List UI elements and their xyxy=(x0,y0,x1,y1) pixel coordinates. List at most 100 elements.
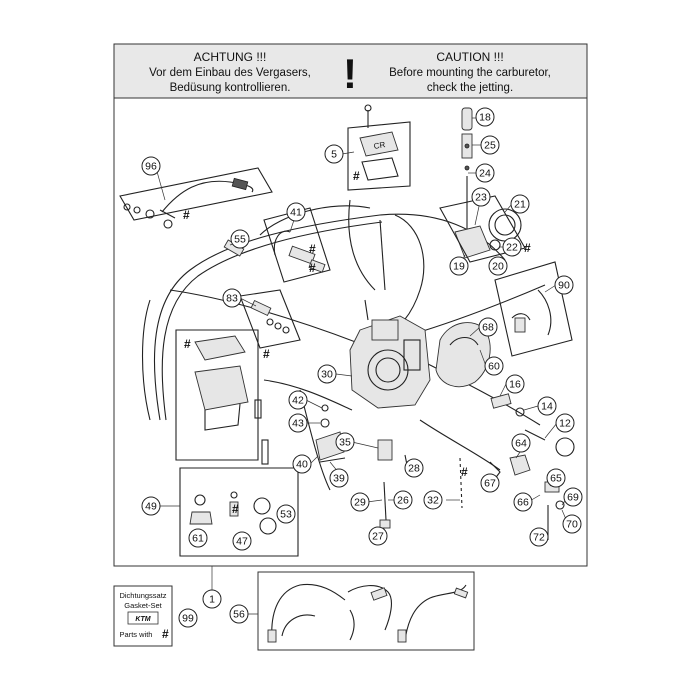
part-callout-67: 67 xyxy=(480,473,500,493)
part-callout-83: 83 xyxy=(222,288,242,308)
callout-number: 65 xyxy=(550,473,562,485)
part-callout-30: 30 xyxy=(317,364,337,384)
gasket-kit-hash: # xyxy=(162,627,169,641)
callout-number: 42 xyxy=(292,395,304,407)
callout-circle xyxy=(324,144,344,164)
carburetor-body-part xyxy=(349,219,431,409)
part-callout-65: 65 xyxy=(546,468,566,488)
callout-number: 29 xyxy=(354,497,366,509)
callout-circle xyxy=(511,433,531,453)
callout-number: 69 xyxy=(567,492,579,504)
callout-number: 68 xyxy=(482,322,494,334)
part-callout-96: 96 xyxy=(141,156,161,176)
part-callout-41: 41 xyxy=(286,202,306,222)
callout-number: 5 xyxy=(331,149,337,161)
warning-de-heading: ACHTUNG !!! xyxy=(194,50,267,64)
part-callout-42: 42 xyxy=(288,390,308,410)
callout-circle xyxy=(329,468,349,488)
callout-circle xyxy=(335,432,355,452)
callout-circle xyxy=(510,194,530,214)
hash-marker: # xyxy=(524,241,531,255)
hash-marker: # xyxy=(184,337,191,351)
callout-number: 40 xyxy=(296,459,308,471)
callout-circle xyxy=(484,356,504,376)
throttle-cable-part xyxy=(119,167,273,229)
part-callout-21: 21 xyxy=(510,194,530,214)
callout-circle xyxy=(317,364,337,384)
part-callout-40: 40 xyxy=(292,454,312,474)
callout-number: 90 xyxy=(558,280,570,292)
callout-circle xyxy=(222,288,242,308)
callout-circle xyxy=(563,487,583,507)
part-callout-18: 18 xyxy=(475,107,495,127)
gasket-kit-box: Dichtungssatz Gasket-Set KTM Parts with … xyxy=(113,585,173,647)
callout-number: 55 xyxy=(234,234,246,246)
callout-circle xyxy=(480,135,500,155)
part-callout-26: 26 xyxy=(393,490,413,510)
part-callout-28: 28 xyxy=(404,458,424,478)
callout-number: 72 xyxy=(533,532,545,544)
part-callout-64: 64 xyxy=(511,433,531,453)
callout-number: 23 xyxy=(475,192,487,204)
callout-circle xyxy=(368,526,388,546)
callout-number: 12 xyxy=(559,418,571,430)
callout-number: 67 xyxy=(484,478,496,490)
part-callout-35: 35 xyxy=(335,432,355,452)
part-callout-19: 19 xyxy=(449,256,469,276)
callout-number: 28 xyxy=(408,463,420,475)
callout-circle xyxy=(292,454,312,474)
callout-circle xyxy=(488,256,508,276)
callout-circle xyxy=(276,504,296,524)
callout-number: 41 xyxy=(290,207,302,219)
part-callout-72: 72 xyxy=(529,527,549,547)
part-callout-29: 29 xyxy=(350,492,370,512)
callout-number: 56 xyxy=(233,609,245,621)
part-callout-24: 24 xyxy=(475,163,495,183)
part-callout-5: 5 xyxy=(324,144,344,164)
warning-en-line2: check the jetting. xyxy=(427,82,513,94)
callout-circle xyxy=(286,202,306,222)
hash-marker: # xyxy=(461,465,468,479)
part-callout-20: 20 xyxy=(488,256,508,276)
callout-circle xyxy=(202,589,222,609)
needle-parts xyxy=(461,107,473,230)
callout-circle xyxy=(423,490,443,510)
callout-circle xyxy=(555,413,575,433)
vent-hoses-box xyxy=(257,571,475,651)
svg-text:CR: CR xyxy=(373,140,386,151)
callout-number: 66 xyxy=(517,497,529,509)
part-callout-66: 66 xyxy=(513,492,533,512)
callout-circle xyxy=(350,492,370,512)
part-callout-70: 70 xyxy=(562,514,582,534)
part-callout-69: 69 xyxy=(563,487,583,507)
callout-number: 20 xyxy=(492,261,504,273)
part-callout-43: 43 xyxy=(288,413,308,433)
callout-circle xyxy=(229,604,249,624)
hash-marker: # xyxy=(183,208,190,222)
callout-circle xyxy=(478,317,498,337)
callout-number: 21 xyxy=(514,199,526,211)
callout-number: 99 xyxy=(182,613,194,625)
callout-circle xyxy=(554,275,574,295)
hash-marker: # xyxy=(309,242,316,256)
hash-marker: # xyxy=(353,169,360,183)
callout-circle xyxy=(546,468,566,488)
callout-number: 24 xyxy=(479,168,491,180)
callout-number: 47 xyxy=(236,536,248,548)
part-callout-16: 16 xyxy=(505,374,525,394)
callout-circle xyxy=(475,107,495,127)
callout-number: 32 xyxy=(427,495,439,507)
hot-start-part xyxy=(239,289,301,349)
part-callout-12: 12 xyxy=(555,413,575,433)
callout-number: 26 xyxy=(397,495,409,507)
right-cable-part xyxy=(494,261,573,357)
part-callout-60: 60 xyxy=(484,356,504,376)
callout-number: 16 xyxy=(509,379,521,391)
jet-parts xyxy=(179,467,299,557)
warning-en-heading: CAUTION !!! xyxy=(436,50,503,64)
callout-circle xyxy=(232,531,252,551)
callout-circle xyxy=(288,390,308,410)
warning-en-line1: Before mounting the carburetor, xyxy=(389,67,551,79)
callout-circle xyxy=(141,156,161,176)
callout-circle xyxy=(502,237,522,257)
